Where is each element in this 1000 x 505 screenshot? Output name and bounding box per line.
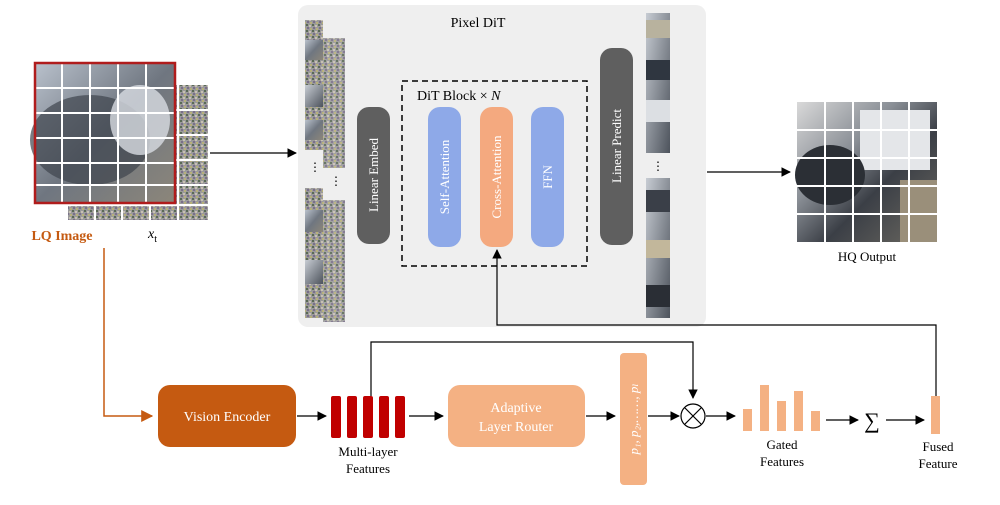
vision-encoder-block — [158, 385, 296, 447]
linear-predict-label: Linear Predict — [609, 109, 624, 183]
arrow-fused-to-cross-attention — [492, 249, 937, 396]
dit-block-frame — [401, 80, 588, 267]
arrow-features-to-multiply — [370, 341, 698, 399]
layer-weights-bar — [620, 353, 647, 485]
pixel-dit-title: Pixel DiT — [451, 16, 506, 31]
multi-layer-features — [331, 396, 405, 438]
gated-features — [743, 385, 820, 431]
ffn-block — [531, 107, 564, 247]
ffn-label: FFN — [540, 164, 555, 188]
arrow-lq-to-encoder — [103, 248, 154, 422]
gated-label-1: Gated — [766, 437, 798, 452]
hq-output-image — [795, 102, 937, 242]
svg-text:⋮: ⋮ — [652, 159, 664, 173]
router-label-2: Layer Router — [479, 420, 554, 435]
svg-text:⋮: ⋮ — [309, 160, 321, 174]
gated-label-2: Features — [760, 454, 804, 469]
linear-predict-block — [600, 48, 633, 245]
xt-label: xt — [147, 227, 157, 245]
layer-weights-label: p₁, p₂,……, pₗ — [626, 383, 641, 455]
router-label-1: Adaptive — [490, 401, 541, 416]
linear-embed-label: Linear Embed — [366, 138, 381, 212]
svg-text:⋮: ⋮ — [330, 174, 342, 188]
cross-attention-block — [480, 107, 513, 247]
input-patch-column: ⋮ ⋮ — [305, 20, 345, 322]
cross-attention-label: Cross-Attention — [489, 135, 504, 219]
hq-output-label: HQ Output — [838, 249, 897, 264]
fused-label-1: Fused — [922, 439, 954, 454]
multi-layer-label-2: Features — [346, 461, 390, 476]
self-attention-block — [428, 107, 461, 247]
vision-encoder-label: Vision Encoder — [184, 410, 271, 425]
linear-embed-block — [357, 107, 390, 244]
adaptive-layer-router-block — [448, 385, 585, 447]
multi-layer-label-1: Multi-layer — [338, 444, 398, 459]
lq-image-label: LQ Image — [31, 229, 92, 244]
dit-block-label: DiT Block × N — [417, 89, 501, 104]
fused-feature-bar — [931, 396, 940, 434]
sum-operator: ∑ — [864, 408, 880, 433]
self-attention-label: Self-Attention — [437, 139, 452, 214]
output-patch-column: ⋮ — [646, 13, 670, 318]
fused-label-2: Feature — [919, 456, 958, 471]
lq-image — [30, 61, 177, 205]
